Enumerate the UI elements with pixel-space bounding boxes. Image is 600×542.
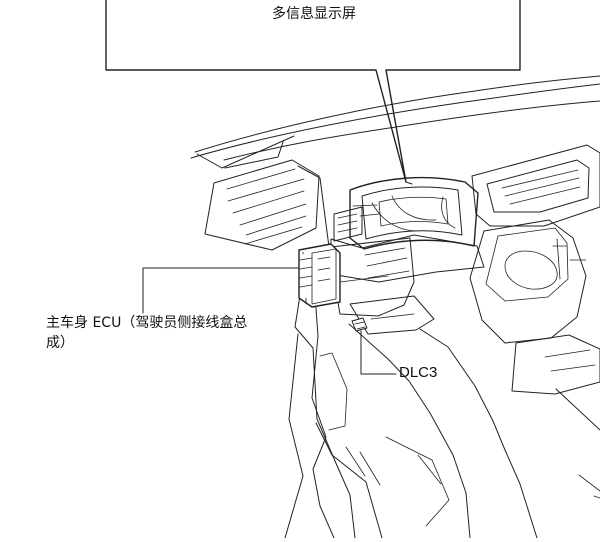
left-vent-outline [204, 159, 320, 251]
floor-left [348, 323, 471, 539]
left-pillar [196, 135, 295, 169]
cluster-wiring [352, 195, 456, 232]
floor-detail [385, 436, 600, 527]
lower-left-panel [284, 333, 304, 539]
connector-detail [354, 321, 366, 330]
main-body-ecu-label: 主车身 ECU（驾驶员侧接线盒总成） [46, 315, 248, 351]
right-lower-slots [544, 349, 596, 372]
right-lower-panel [511, 334, 600, 395]
ecu-connectors [299, 256, 331, 288]
seat-rail-left [315, 422, 383, 539]
console-detail-2 [504, 250, 558, 290]
ecu-leader [142, 267, 299, 314]
column-slots [339, 247, 410, 283]
display-mount-detail [337, 213, 358, 233]
left-side-frame [294, 165, 356, 539]
center-console [469, 219, 587, 344]
display-leader-tip [405, 181, 413, 185]
display-screen [378, 196, 449, 227]
door-side-frame [311, 266, 335, 539]
floor-right [419, 328, 538, 539]
upper-dash-line [194, 75, 600, 153]
console-lever [552, 238, 587, 280]
windshield-frame [190, 75, 600, 169]
center-inner [486, 159, 590, 213]
left-dash-panel [204, 159, 356, 539]
ecu-component [298, 243, 341, 308]
seat-rail-detail [345, 446, 381, 486]
ecu-component-icon [298, 243, 341, 308]
callout-box-outline [105, 0, 521, 183]
multi-information-display-label: 多信息显示屏 [272, 6, 356, 22]
ecu-clips [302, 251, 307, 305]
callout-box-group [105, 0, 521, 183]
center-ribs [501, 169, 581, 205]
dlc3-component [351, 317, 368, 332]
display-inner [361, 186, 463, 240]
instrument-cluster [329, 176, 485, 283]
center-stack [469, 144, 600, 395]
lower-slot [370, 313, 415, 320]
steering-column-area [330, 237, 435, 335]
floor-and-door [315, 323, 600, 539]
display-mount [333, 206, 363, 242]
dlc3-leader [360, 330, 397, 375]
lower-left-detail [319, 352, 348, 431]
dlc3-label: DLC3 [399, 364, 438, 381]
left-vent-slats [226, 168, 307, 245]
leader-lines [142, 181, 413, 375]
left-cowl [224, 141, 284, 169]
display-hood [349, 176, 479, 250]
upper-dash-line-inner [190, 83, 600, 159]
cluster-base [329, 234, 485, 283]
right-door-base [555, 388, 600, 431]
console-detail-1 [485, 227, 569, 302]
ecu-front-face [311, 248, 337, 305]
center-top [471, 144, 600, 227]
